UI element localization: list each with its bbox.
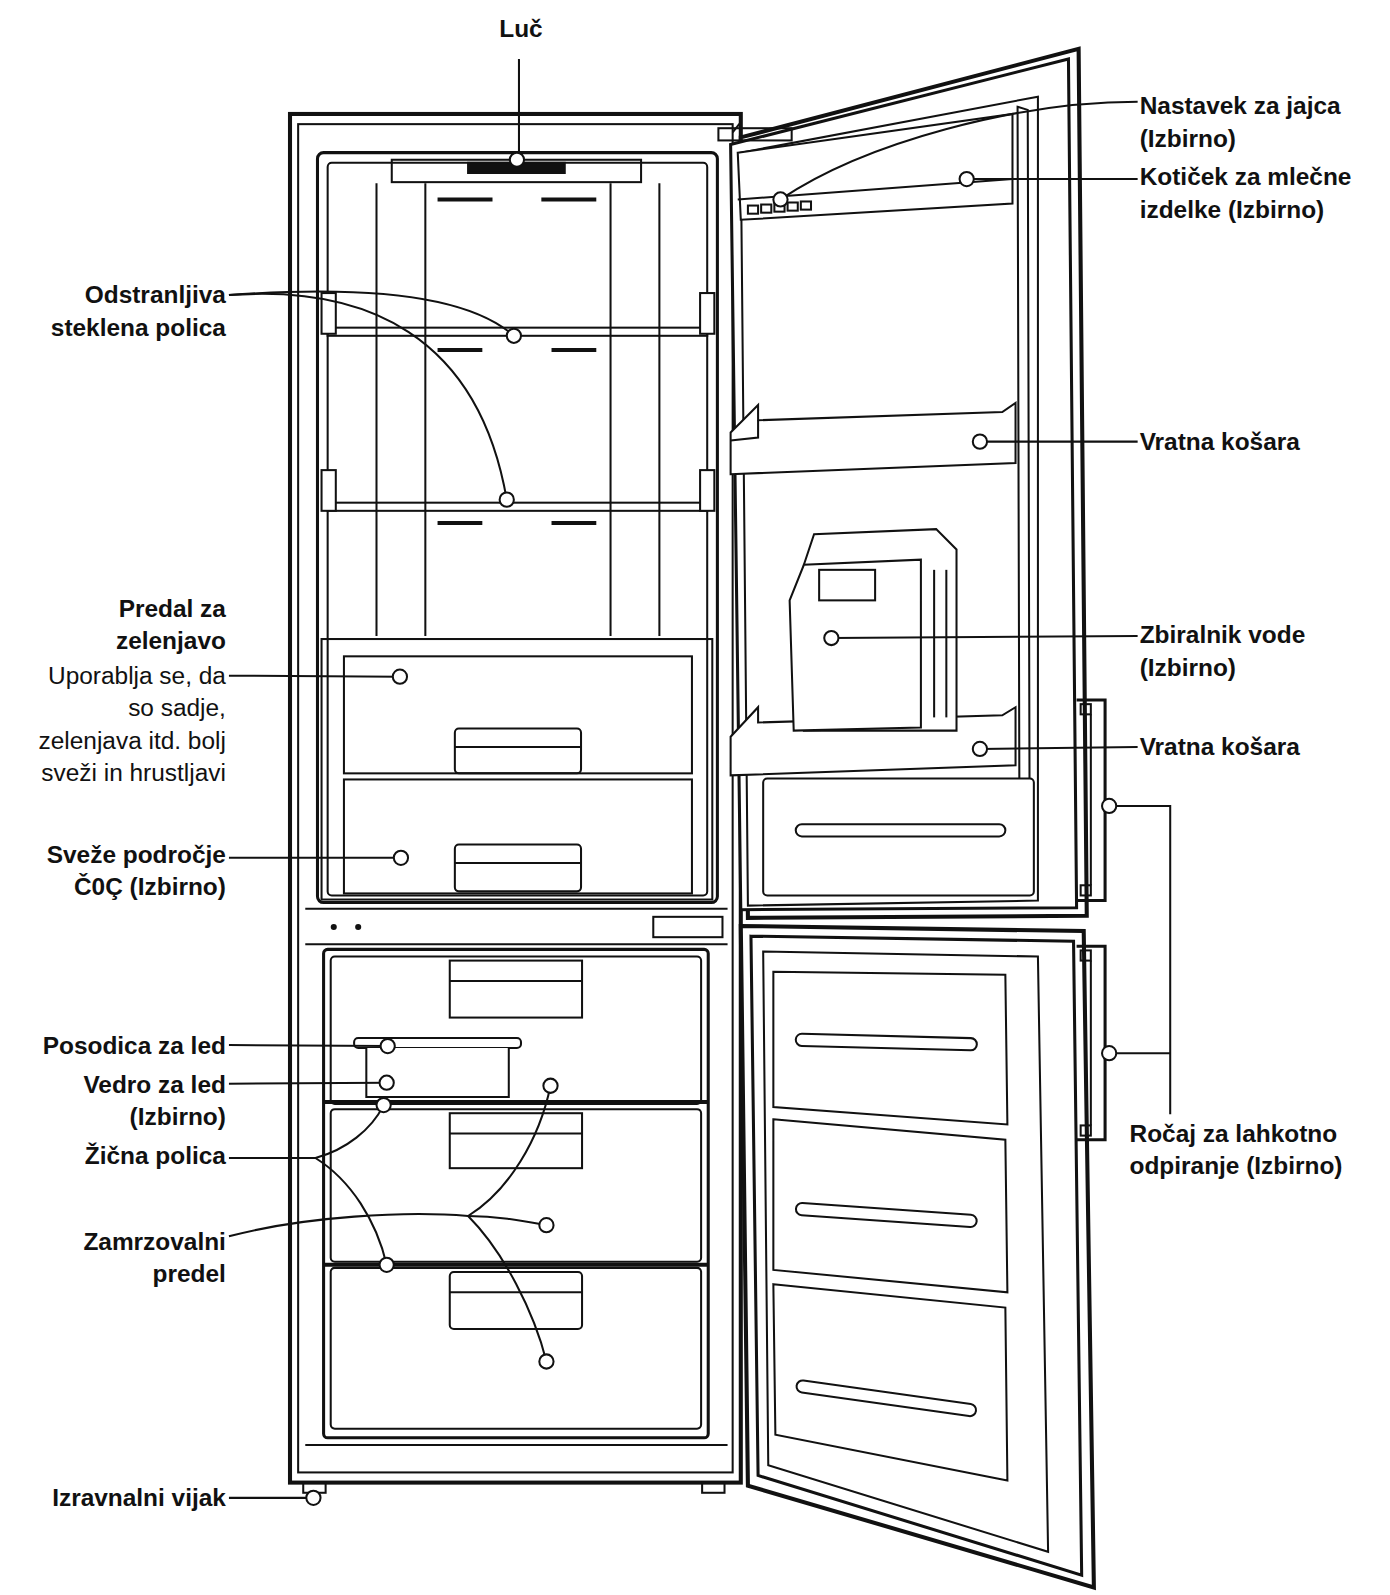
part-label: Vratna košara — [1140, 731, 1384, 764]
part-label: Posodica za led — [2, 1030, 226, 1063]
part-label: Luč — [470, 12, 572, 45]
part-label: Zamrzovalni predel — [63, 1225, 226, 1290]
part-label: Predal za zelenjavo — [73, 592, 226, 657]
part-label: Vedro za led (Izbirno) — [38, 1068, 226, 1133]
part-label: Sveže področje Č0Ç (Izbirno) — [7, 838, 226, 903]
part-label: Izravnalni vijak — [2, 1482, 226, 1515]
part-label: Uporablja se, da so sadje, zelenjava itd… — [24, 659, 225, 789]
part-label: Žična polica — [2, 1140, 226, 1173]
part-label: Ročaj za lahkotno odpiranje (Izbirno) — [1130, 1117, 1390, 1182]
part-label: Vratna košara — [1140, 425, 1384, 458]
part-label: Kotiček za mlečne izdelke (Izbirno) — [1140, 161, 1390, 226]
part-label: Odstranljiva steklena polica — [12, 279, 226, 344]
part-label: Zbiralnik vode (Izbirno) — [1140, 619, 1354, 684]
part-label: Nastavek za jajca (Izbirno) — [1140, 90, 1389, 155]
